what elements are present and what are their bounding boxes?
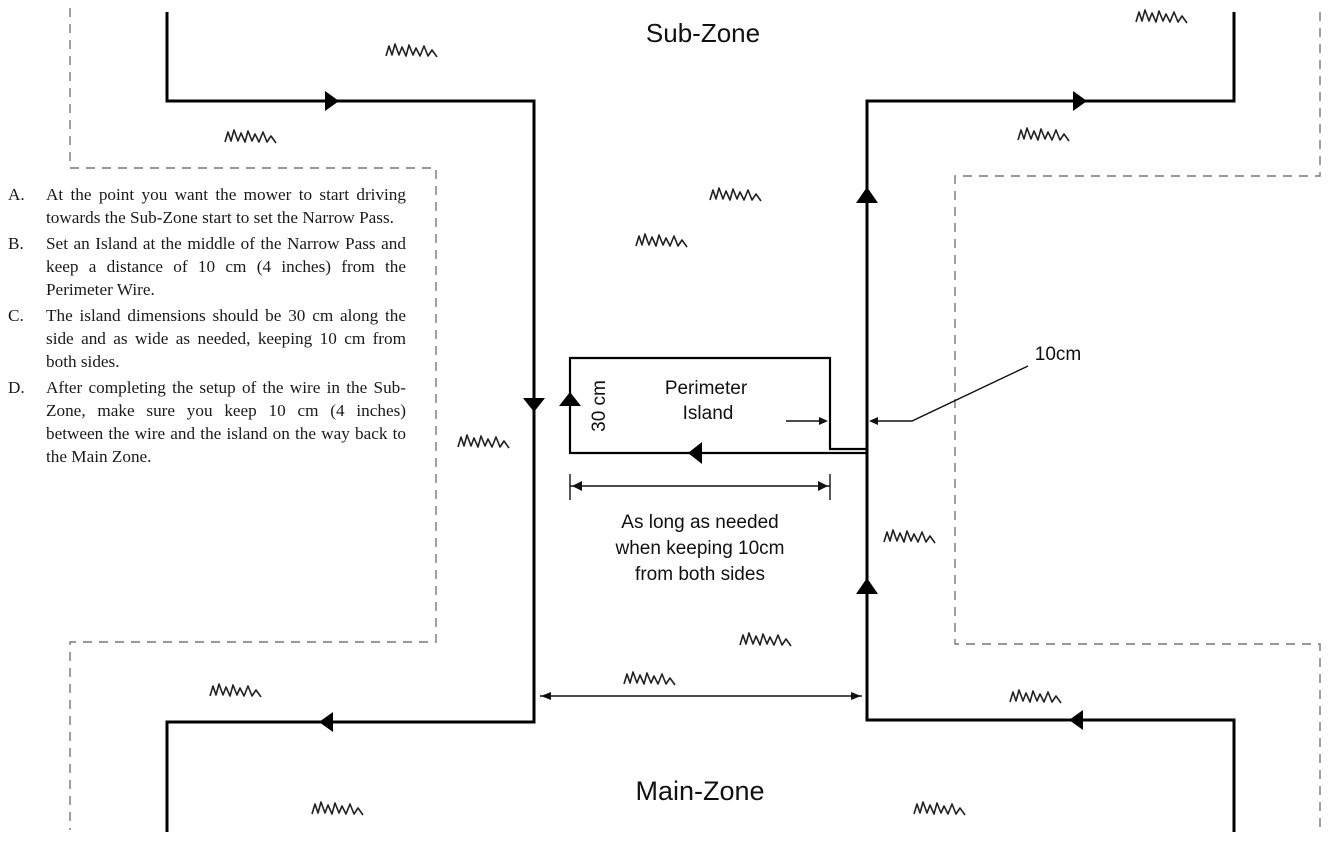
step-text: The island dimensions should be 30 cm al… — [46, 306, 406, 371]
instruction-step: A. At the point you want the mower to st… — [8, 184, 406, 230]
island-side-dimension-label: 30 cm — [589, 380, 610, 432]
grass-tuft-icon — [311, 801, 364, 816]
grass-tuft-icon — [739, 632, 792, 647]
grass-tuft-icon — [1135, 9, 1188, 24]
step-letter: C. — [8, 306, 24, 326]
length-note-line1: As long as needed — [621, 512, 778, 533]
direction-arrow-icon — [325, 91, 339, 111]
grass-tuft-icon — [209, 683, 262, 698]
step-text: At the point you want the mower to start… — [46, 185, 406, 227]
direction-arrows — [319, 91, 1087, 732]
direction-arrow-icon — [1069, 710, 1083, 730]
grass-tuft-icon — [709, 187, 762, 202]
step-letter: B. — [8, 234, 24, 254]
grass-tuft-icon — [623, 671, 676, 686]
grass-tuft-icon — [883, 529, 936, 544]
dashed-border-top-left — [69, 8, 437, 830]
grass-tuft-icon — [457, 434, 510, 449]
grass-tuft-icon — [635, 233, 688, 248]
step-letter: A. — [8, 185, 25, 204]
zone-borders — [69, 8, 1321, 830]
direction-arrow-icon — [856, 187, 878, 203]
island-label-line2: Island — [683, 403, 734, 424]
island-label-line1: Perimeter — [665, 378, 748, 399]
grass-tuft-icon — [224, 129, 277, 144]
direction-arrow-icon — [319, 712, 333, 732]
grass-tuft-icon — [1017, 127, 1070, 142]
dimension-lines — [540, 365, 1029, 697]
clearance-label: 10cm — [1035, 344, 1081, 365]
direction-arrow-icon — [1073, 91, 1087, 111]
dimension-arrowheads — [541, 417, 878, 700]
grass-tuft-icon — [385, 43, 438, 58]
dashed-border-top-right — [954, 12, 1321, 830]
length-note-line3: from both sides — [635, 564, 765, 585]
direction-arrow-icon — [523, 398, 545, 412]
wire-island-connection — [568, 356, 867, 455]
instruction-step: C. The island dimensions should be 30 cm… — [8, 305, 406, 373]
step-text: After completing the setup of the wire i… — [46, 378, 406, 466]
main-zone-label: Main-Zone — [635, 776, 764, 806]
direction-arrow-icon — [559, 392, 581, 406]
direction-arrow-icon — [688, 442, 702, 464]
sub-zone-label: Sub-Zone — [646, 18, 760, 48]
clearance-leader-line — [872, 365, 1029, 422]
instruction-step: D. After completing the setup of the wir… — [8, 377, 406, 468]
step-letter: D. — [8, 378, 25, 398]
step-text: Set an Island at the middle of the Narro… — [46, 234, 406, 299]
wire-right-path — [865, 12, 1236, 832]
instruction-list: A. At the point you want the mower to st… — [8, 184, 406, 472]
grass-tuft-icon — [1009, 689, 1062, 704]
instruction-step: B. Set an Island at the middle of the Na… — [8, 233, 406, 301]
direction-arrow-icon — [856, 578, 878, 594]
length-note-line2: when keeping 10cm — [615, 538, 785, 559]
grass-tuft-icon — [913, 801, 966, 816]
